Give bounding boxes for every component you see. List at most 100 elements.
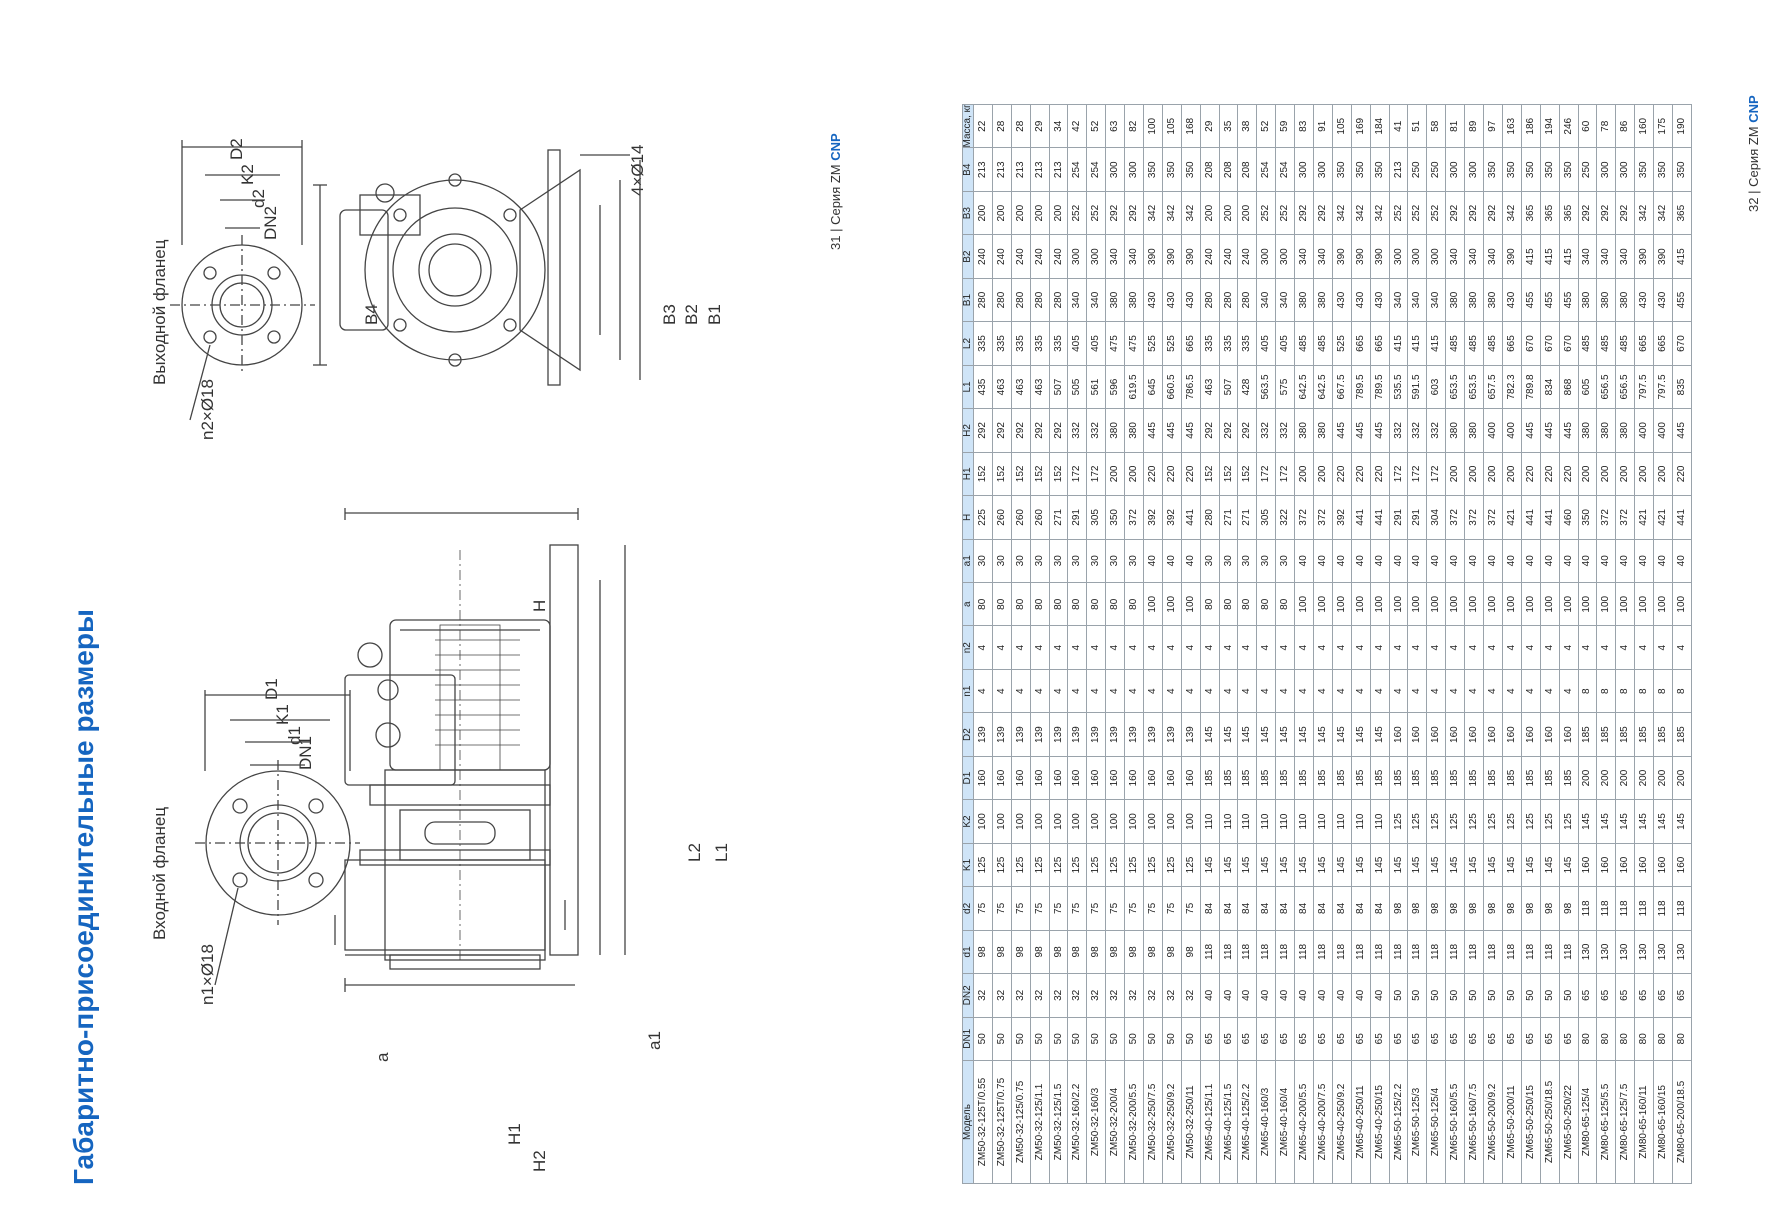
table-cell: 185 [1351, 756, 1371, 800]
model-cell: ZM80-65-125/7.5 [1615, 1060, 1635, 1184]
table-cell: 208 [1219, 147, 1238, 192]
pump-side-view [334, 508, 626, 992]
table-cell: 305 [1256, 495, 1276, 540]
table-cell: 118 [1313, 930, 1333, 974]
table-cell: 80 [1578, 1017, 1597, 1061]
table-cell: 98 [1181, 930, 1201, 974]
table-cell: 145 [1578, 799, 1597, 844]
table-cell: 340 [1294, 234, 1314, 279]
table-cell: 58 [1426, 104, 1446, 148]
table-cell: 34 [1049, 104, 1068, 148]
table-cell: 415 [1672, 234, 1692, 279]
table-cell: 30 [973, 539, 993, 583]
table-cell: 485 [1313, 321, 1333, 366]
table-cell: 292 [1294, 191, 1314, 235]
table-cell: 30 [992, 539, 1012, 583]
table-cell: 81 [1445, 104, 1465, 148]
table-cell: 430 [1351, 278, 1371, 322]
table-cell: 75 [1086, 886, 1106, 931]
table-cell: 40 [1351, 539, 1371, 583]
table-cell: 186 [1521, 104, 1541, 148]
table-cell: 110 [1256, 799, 1276, 844]
table-cell: 100 [1464, 582, 1484, 626]
table-cell: 84 [1370, 886, 1390, 931]
table-cell: 190 [1672, 104, 1692, 148]
table-cell: 400 [1634, 408, 1654, 453]
table-cell: 4 [1256, 625, 1276, 670]
table-cell: 84 [1294, 886, 1314, 931]
table-cell: 168 [1181, 104, 1201, 148]
table-cell: 4 [992, 669, 1012, 713]
table-cell: 65 [1464, 1017, 1484, 1061]
table-cell: 656.5 [1615, 365, 1635, 409]
table-cell: 118 [1389, 930, 1408, 974]
table-cell: 4 [1332, 669, 1352, 713]
table-cell: 40 [1389, 539, 1408, 583]
table-cell: 100 [973, 799, 993, 844]
table-cell: 145 [1256, 712, 1276, 757]
table-cell: 75 [1030, 886, 1050, 931]
table-cell: 463 [1011, 365, 1031, 409]
table-cell: 125 [992, 843, 1012, 887]
table-cell: 40 [1445, 539, 1465, 583]
table-cell: 335 [1237, 321, 1257, 366]
table-cell: 98 [1445, 886, 1465, 931]
table-cell: 152 [973, 452, 993, 496]
table-cell: 40 [1615, 539, 1635, 583]
table-cell: 100 [1067, 799, 1087, 844]
table-cell: 390 [1634, 234, 1654, 279]
table-cell: 392 [1332, 495, 1352, 540]
table-cell: 441 [1540, 495, 1560, 540]
table-cell: 485 [1445, 321, 1465, 366]
table-cell: 125 [1426, 799, 1446, 844]
table-cell: 145 [1332, 712, 1352, 757]
table-cell: 145 [1275, 843, 1295, 887]
table-cell: 152 [1219, 452, 1238, 496]
model-cell: ZM50-32-200/4 [1105, 1060, 1125, 1184]
table-cell: 332 [1275, 408, 1295, 453]
table-cell: 152 [1237, 452, 1257, 496]
table-cell: 250 [1426, 147, 1446, 192]
table-cell: 40 [1256, 973, 1276, 1018]
table-cell: 86 [1615, 104, 1635, 148]
table-cell: 185 [1578, 712, 1597, 757]
table-cell: 254 [1067, 147, 1087, 192]
table-cell: 463 [1030, 365, 1050, 409]
table-cell: 32 [1162, 973, 1182, 1018]
table-cell: 380 [1124, 278, 1144, 322]
table-cell: 65 [1407, 1017, 1427, 1061]
table-cell: 118 [1540, 930, 1560, 974]
table-cell: 65 [1483, 1017, 1503, 1061]
table-cell: 152 [1200, 452, 1220, 496]
table-cell: 100 [1407, 582, 1427, 626]
table-cell: 98 [973, 930, 993, 974]
table-cell: 300 [1426, 234, 1446, 279]
table-cell: 75 [973, 886, 993, 931]
table-cell: 65 [1294, 1017, 1314, 1061]
column-header: a1 [962, 539, 974, 583]
table-cell: 118 [1615, 886, 1635, 931]
table-cell: 100 [1181, 582, 1201, 626]
table-cell: 32 [1181, 973, 1201, 1018]
inlet-flange-drawing [195, 690, 360, 986]
table-cell: 4 [1294, 625, 1314, 670]
table-cell: 32 [1086, 973, 1106, 1018]
table-cell: 252 [1067, 191, 1087, 235]
table-cell: 4 [1389, 669, 1408, 713]
table-cell: 292 [1237, 408, 1257, 453]
table-cell: 350 [1143, 147, 1163, 192]
table-cell: 29 [1200, 104, 1220, 148]
table-cell: 139 [992, 712, 1012, 757]
table-cell: 4 [1521, 625, 1541, 670]
table-cell: 340 [1483, 234, 1503, 279]
table-cell: 335 [973, 321, 993, 366]
table-cell: 80 [992, 582, 1012, 626]
model-cell: ZM50-32-160/2.2 [1067, 1060, 1087, 1184]
